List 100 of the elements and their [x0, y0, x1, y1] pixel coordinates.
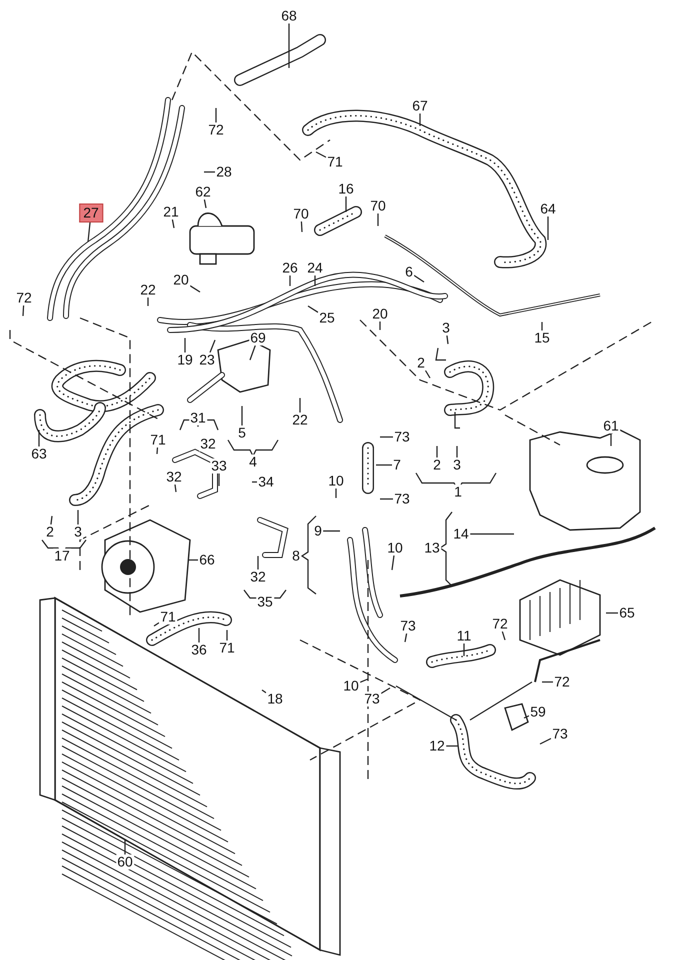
leader-line: [308, 306, 318, 313]
callout-number: 68: [280, 8, 298, 24]
leader-line: [241, 406, 243, 426]
callout-number: 10: [327, 474, 345, 488]
leader-line: [154, 622, 160, 626]
callout-number: 31: [189, 410, 207, 426]
leader-line: [262, 690, 266, 694]
leader-line: [77, 510, 79, 524]
callout-number: 72: [207, 122, 225, 138]
leader-line: [215, 108, 217, 122]
leader-line: [456, 446, 458, 458]
leader-line: [540, 738, 552, 745]
callout-number: 3: [73, 524, 83, 540]
leader-line: [376, 464, 392, 466]
leader-line: [87, 222, 91, 242]
callout-number: 32: [165, 470, 183, 484]
leader-line: [436, 446, 438, 458]
callout-number: 10: [386, 540, 404, 556]
callout-number: 10: [342, 678, 360, 694]
callout-number: 27: [79, 204, 103, 222]
leader-line: [209, 340, 216, 353]
leader-line: [380, 687, 390, 694]
leader-line: [124, 840, 126, 854]
leader-line: [404, 633, 408, 642]
leader-line: [314, 276, 316, 286]
leader-line: [470, 533, 514, 535]
leader-line: [288, 24, 290, 68]
callout-number: 22: [291, 412, 309, 428]
callout-number: 5: [237, 426, 247, 440]
leader-line: [300, 221, 303, 232]
callout-number: 73: [393, 492, 411, 506]
leader-line: [172, 219, 175, 228]
leader-line: [360, 678, 368, 683]
callout-number: 73: [551, 726, 569, 742]
leader-line: [184, 338, 186, 352]
callout-number: 16: [337, 182, 355, 196]
leader-line: [380, 436, 393, 438]
callout-number: 63: [30, 446, 48, 462]
leader-line: [38, 430, 40, 446]
callout-number: 70: [292, 206, 310, 222]
leader-line: [524, 715, 530, 719]
callout-number: 3: [452, 458, 462, 472]
callout-number: 34: [257, 474, 275, 490]
callout-number: 2: [432, 458, 442, 472]
callout-number: 19: [176, 352, 194, 368]
callout-number: 62: [194, 184, 212, 200]
callout-number: 71: [159, 610, 177, 624]
leader-line: [188, 559, 198, 561]
leader-line: [463, 644, 465, 656]
callout-number: 28: [215, 164, 233, 180]
callout-number: 17: [53, 548, 71, 564]
callout-number: 9: [313, 524, 323, 538]
callout-number: 12: [428, 738, 446, 754]
callout-number: 70: [369, 198, 387, 214]
callout-number: 22: [139, 282, 157, 298]
callout-number: 71: [326, 154, 344, 170]
leader-line: [446, 745, 458, 747]
leader-line: [289, 276, 291, 286]
leader-line: [377, 214, 379, 226]
leader-line: [380, 498, 393, 500]
callout-number: 67: [411, 98, 429, 114]
callout-number: 60: [116, 854, 134, 870]
callout-number: 25: [318, 310, 336, 326]
leader-line: [198, 628, 200, 642]
callout-number: 23: [198, 352, 216, 368]
callout-number: 20: [172, 272, 190, 288]
leader-line: [156, 447, 158, 454]
leader-line: [542, 681, 553, 683]
callout-number: 2: [45, 524, 55, 540]
callout-number: 6: [404, 264, 414, 280]
callout-number: 64: [539, 202, 557, 216]
callout-number: 59: [529, 704, 547, 720]
callout-number: 32: [199, 436, 217, 452]
leader-line: [204, 171, 215, 173]
callout-number: 66: [198, 552, 216, 568]
leader-line: [345, 196, 347, 212]
callout-number: 71: [218, 640, 236, 656]
leader-line: [547, 216, 549, 240]
callout-number: 13: [423, 540, 441, 556]
callout-number: 24: [306, 260, 324, 276]
leader-line: [174, 484, 177, 492]
callout-number: 73: [399, 618, 417, 634]
leader-line: [446, 335, 449, 344]
leader-line: [226, 630, 228, 640]
callout-number: 4: [248, 454, 258, 470]
callout-number: 73: [363, 692, 381, 706]
leader-line: [249, 345, 256, 360]
leader-line: [610, 434, 612, 446]
callout-number: 36: [190, 642, 208, 658]
callout-number: 32: [249, 570, 267, 584]
leader-line: [606, 612, 618, 614]
callout-number: 11: [456, 628, 472, 644]
callout-number: 72: [15, 290, 33, 306]
callout-number: 61: [602, 418, 620, 434]
callout-number: 72: [491, 616, 509, 632]
leader-line: [419, 114, 421, 126]
leader-line: [424, 370, 431, 378]
leader-line: [316, 151, 326, 158]
callout-number: 7: [392, 458, 402, 472]
callout-number: 20: [371, 306, 389, 322]
